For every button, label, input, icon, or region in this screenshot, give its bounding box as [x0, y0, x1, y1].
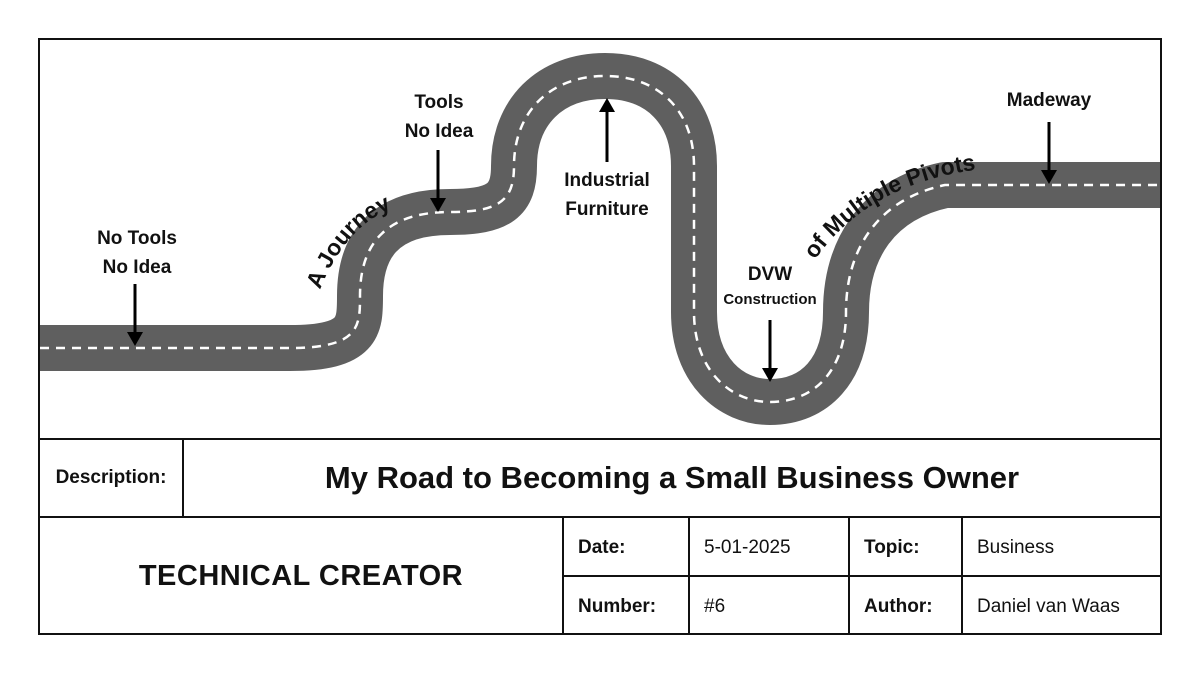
description-label: Description:	[40, 440, 184, 516]
arrow-dvw	[762, 320, 778, 382]
author-value: Daniel van Waas	[977, 595, 1120, 617]
description-title: My Road to Becoming a Small Business Own…	[324, 460, 1020, 495]
topic-value: Business	[977, 536, 1055, 558]
milestone-no-tools-line2: No Idea	[102, 257, 172, 278]
topic-label: Topic:	[864, 536, 920, 558]
road-svg: A Journey of Multiple Pivots	[40, 53, 1160, 425]
author-label: Author:	[864, 595, 933, 617]
brand-name: TECHNICAL CREATOR	[40, 518, 564, 633]
meta-divider-row	[564, 575, 1160, 577]
meta-block: TECHNICAL CREATOR Date: 5-01-2025 Topic:…	[40, 516, 1160, 633]
milestone-tools-line1: Tools	[414, 92, 464, 113]
milestone-dvw: DVW Construction	[723, 260, 816, 311]
date-label: Date:	[578, 536, 626, 558]
milestone-industrial-line1: Industrial	[564, 170, 650, 191]
arrow-madeway	[1041, 122, 1057, 184]
road	[40, 53, 1160, 425]
arrow-tools	[430, 150, 446, 212]
date-value: 5-01-2025	[704, 536, 791, 558]
milestone-no-tools: No Tools No Idea	[97, 224, 177, 282]
milestone-dvw-line2: Construction	[723, 291, 817, 308]
milestone-tools-line2: No Idea	[404, 121, 474, 142]
milestone-madeway-line1: Madeway	[1006, 90, 1092, 111]
milestone-tools: Tools No Idea	[405, 88, 474, 146]
milestone-industrial-line2: Furniture	[565, 199, 649, 220]
arrow-industrial	[599, 98, 615, 162]
title-block-sheet: A Journey of Multiple Pivots No Tools No…	[38, 38, 1162, 635]
number-value: #6	[704, 595, 726, 617]
milestone-madeway: Madeway	[1007, 86, 1091, 115]
arrow-no-tools	[127, 284, 143, 346]
milestone-dvw-line1: DVW	[747, 264, 793, 285]
milestone-industrial: Industrial Furniture	[564, 166, 650, 224]
number-label: Number:	[578, 595, 657, 617]
description-row: Description: My Road to Becoming a Small…	[40, 438, 1160, 516]
road-diagram: A Journey of Multiple Pivots No Tools No…	[40, 40, 1160, 438]
milestone-no-tools-line1: No Tools	[97, 228, 177, 249]
